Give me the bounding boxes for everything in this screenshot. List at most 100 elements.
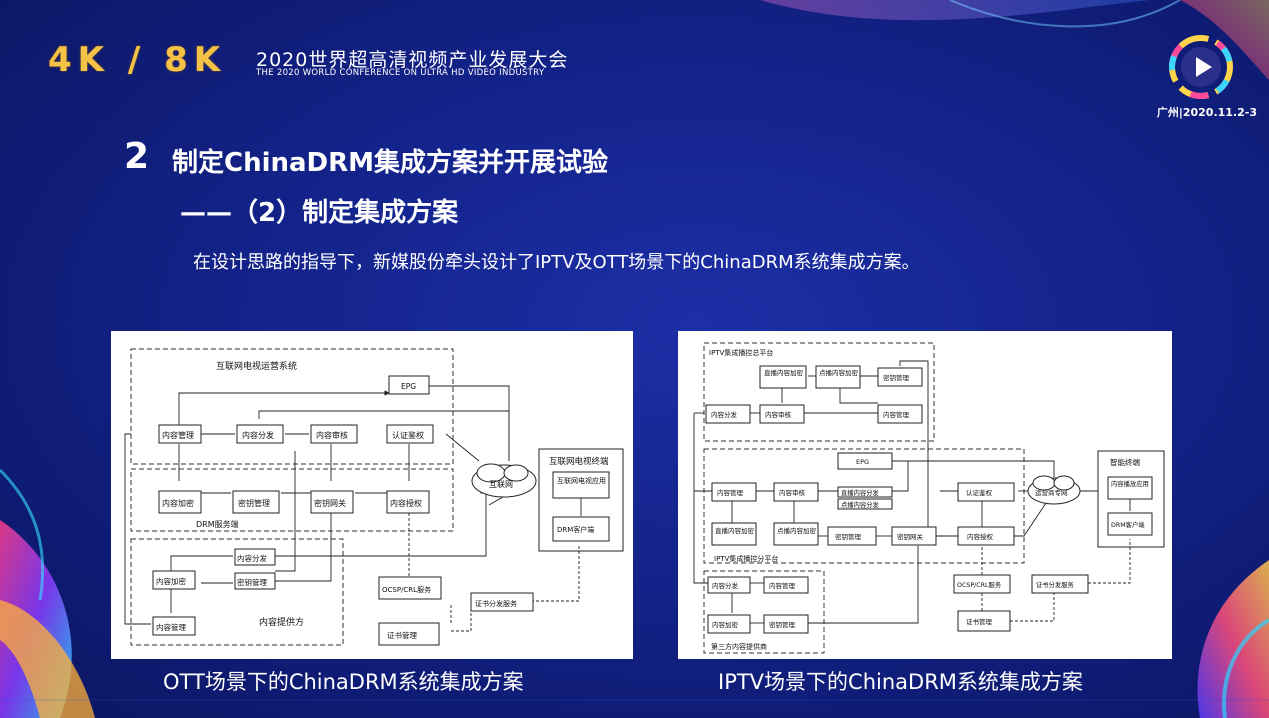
iptv-live-dist: 直播内容分发 <box>837 486 893 498</box>
svg-text:内容授权: 内容授权 <box>967 532 994 541</box>
svg-text:内容分发: 内容分发 <box>711 410 738 419</box>
iptv-player-app: 内容播放应用 <box>1107 476 1153 500</box>
iptv-third-content-dist: 内容分发 <box>707 576 751 594</box>
svg-text:内容加密: 内容加密 <box>162 498 194 508</box>
svg-text:证书分发服务: 证书分发服务 <box>1036 580 1074 589</box>
svg-text:密钥网关: 密钥网关 <box>314 498 346 508</box>
ott-content-license: 内容授权 <box>386 490 430 514</box>
ott-diagram-panel: 互联网电视运营系统 DRM服务端 内容提供方 互联网电视终端 <box>111 331 633 659</box>
ott-provider-frame <box>130 538 344 646</box>
section-number: 2 <box>124 136 150 177</box>
ott-provider-content-mgmt: 内容管理 <box>152 616 196 636</box>
brand-4k8k-mark: 4K / 8K <box>48 40 227 80</box>
svg-text:内容审核: 内容审核 <box>316 430 348 440</box>
ott-terminal-label: 互联网电视终端 <box>549 456 609 467</box>
svg-text:内容管理: 内容管理 <box>717 488 744 497</box>
ott-epg: EPG <box>388 375 430 395</box>
iptv-branch-platform-frame <box>703 448 1025 564</box>
iptv-vod-dist: 点播内容分发 <box>837 498 893 510</box>
svg-text:内容管理: 内容管理 <box>769 581 796 590</box>
svg-text:EPG: EPG <box>856 458 869 466</box>
ott-tv-app: 互联网电视应用 <box>552 471 610 499</box>
svg-text:运营商专网: 运营商专网 <box>1035 488 1068 497</box>
conference-logo-icon <box>1169 35 1233 99</box>
svg-text:内容分发: 内容分发 <box>712 581 739 590</box>
iptv-operator-net-cloud: 运营商专网 <box>1027 475 1081 505</box>
iptv-drm-client: DRM客户端 <box>1107 512 1153 536</box>
ott-provider-content-dist: 内容分发 <box>234 548 276 566</box>
svg-text:EPG: EPG <box>401 382 416 391</box>
svg-text:OCSP/CRL服务: OCSP/CRL服务 <box>957 580 1002 589</box>
svg-text:证书管理: 证书管理 <box>387 630 417 640</box>
iptv-ocsp: OCSP/CRL服务 <box>953 574 1011 594</box>
ott-key-gateway: 密钥网关 <box>310 490 354 514</box>
iptv-caption: IPTV场景下的ChinaDRM系统集成方案 <box>718 670 1083 694</box>
iptv-diagram: IPTV集成播控总平台 IPTV集成播控分平台 第三方内容提供商 智能终端 <box>693 342 1165 654</box>
svg-text:内容加密: 内容加密 <box>156 576 186 586</box>
iptv-master-platform-frame <box>703 342 935 442</box>
iptv-branch-platform-label: IPTV集成播控分平台 <box>714 554 778 563</box>
ott-provider-key-mgmt: 密钥管理 <box>234 572 276 590</box>
svg-text:内容分发: 内容分发 <box>242 430 274 440</box>
brand-chinese-title: 2020世界超高清视频产业发展大会 <box>256 49 569 71</box>
svg-text:点播内容加密: 点播内容加密 <box>777 526 817 535</box>
ott-content-encrypt: 内容加密 <box>158 490 202 514</box>
ott-key-mgmt: 密钥管理 <box>232 490 280 514</box>
ott-internet-cloud: 互联网 <box>471 463 537 498</box>
svg-text:密钥管理: 密钥管理 <box>883 373 910 382</box>
ott-cert-dist: 证书分发服务 <box>470 592 534 612</box>
iptv-third-content-mgmt: 内容管理 <box>763 576 809 594</box>
svg-text:认证鉴权: 认证鉴权 <box>392 430 424 440</box>
iptv-cert-mgmt: 证书管理 <box>957 610 1011 632</box>
svg-text:密钥管理: 密钥管理 <box>238 498 270 508</box>
brand-english-title: THE 2020 WORLD CONFERENCE ON ULTRA HD VI… <box>256 68 545 78</box>
iptv-branch-live-encrypt: 直播内容加密 <box>711 522 757 546</box>
ott-drm-client: DRM客户端 <box>552 516 610 542</box>
ott-content-mgmt: 内容管理 <box>158 424 202 444</box>
svg-text:密钥管理: 密钥管理 <box>835 532 862 541</box>
svg-text:内容播放应用: 内容播放应用 <box>1111 479 1149 488</box>
svg-text:DRM客户端: DRM客户端 <box>557 525 594 534</box>
ott-auth: 认证鉴权 <box>386 424 434 444</box>
svg-text:直播内容加密: 直播内容加密 <box>715 526 755 535</box>
ott-diagram: 互联网电视运营系统 DRM服务端 内容提供方 互联网电视终端 <box>124 348 624 646</box>
iptv-smart-terminal-label: 智能终端 <box>1110 457 1140 467</box>
svg-text:点播内容分发: 点播内容分发 <box>841 500 879 509</box>
svg-text:内容分发: 内容分发 <box>237 553 267 563</box>
ott-provider-label: 内容提供方 <box>259 616 304 628</box>
iptv-content-license: 内容授权 <box>957 526 1015 546</box>
slide-title: 制定ChinaDRM集成方案并开展试验 <box>172 148 609 178</box>
iptv-branch-key-mgmt: 密钥管理 <box>827 526 877 546</box>
ott-ocsp: OCSP/CRL服务 <box>378 576 442 600</box>
iptv-master-content-mgmt: 内容管理 <box>877 404 923 424</box>
iptv-cert-dist: 证书分发服务 <box>1031 574 1089 594</box>
event-place-date: 广州|2020.11.2-3 <box>1156 106 1257 119</box>
iptv-third-key-mgmt: 密钥管理 <box>763 614 809 634</box>
svg-text:DRM客户端: DRM客户端 <box>1111 520 1145 529</box>
svg-text:OCSP/CRL服务: OCSP/CRL服务 <box>382 585 431 594</box>
ott-cert-mgmt: 证书管理 <box>378 622 440 646</box>
ott-operator-system-label: 互联网电视运营系统 <box>216 360 297 372</box>
iptv-auth: 认证鉴权 <box>957 482 1015 502</box>
svg-text:互联网: 互联网 <box>489 480 513 489</box>
iptv-third-content-encrypt: 内容加密 <box>707 614 751 634</box>
svg-text:内容管理: 内容管理 <box>162 430 194 440</box>
svg-text:内容授权: 内容授权 <box>390 498 422 508</box>
svg-text:直播内容加密: 直播内容加密 <box>764 368 804 377</box>
iptv-master-content-dist: 内容分发 <box>705 404 751 424</box>
ott-drm-server-label: DRM服务端 <box>196 519 239 529</box>
iptv-branch-content-mgmt: 内容管理 <box>711 482 757 502</box>
svg-text:内容管理: 内容管理 <box>156 622 186 632</box>
iptv-key-gateway: 密钥网关 <box>891 526 937 546</box>
iptv-epg: EPG <box>837 452 893 470</box>
iptv-third-party-label: 第三方内容提供商 <box>711 642 767 651</box>
ott-drm-server-frame <box>130 468 454 532</box>
ott-caption: OTT场景下的ChinaDRM系统集成方案 <box>163 670 524 694</box>
iptv-third-party-frame <box>703 570 825 654</box>
ott-operator-system-frame <box>130 348 454 465</box>
ott-provider-content-encrypt: 内容加密 <box>152 570 196 590</box>
iptv-master-vod-encrypt: 点播内容加密 <box>815 365 861 389</box>
slide-subtitle: ——（2）制定集成方案 <box>180 198 459 228</box>
svg-text:内容管理: 内容管理 <box>883 410 910 419</box>
